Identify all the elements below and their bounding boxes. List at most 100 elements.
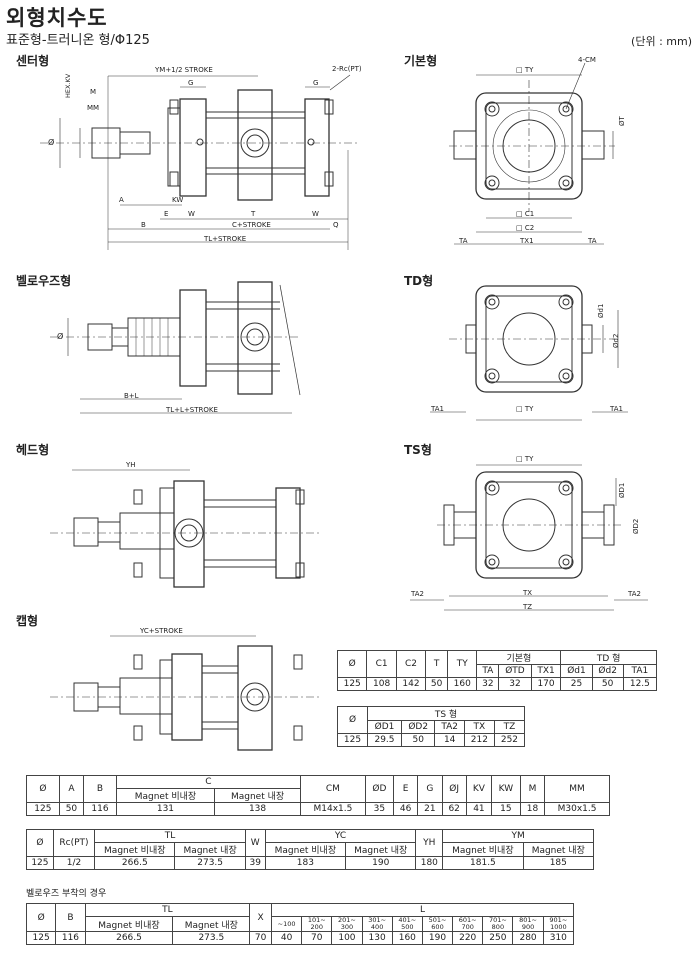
t5-cell: 70 (301, 931, 333, 945)
t3-cell: 131 (115, 802, 216, 816)
cap-type-drawing (0, 0, 400, 774)
bellows-caption: 벨로우즈 부착의 경우 (26, 889, 107, 899)
label-tlstroke: TL+STROKE (204, 235, 247, 243)
t1-head-ty: TY (447, 650, 478, 678)
t5-range: 401~500 (391, 916, 423, 932)
t5-range: 301~400 (361, 916, 393, 932)
t4-group-yc: YC (264, 829, 417, 843)
t5-range: 201~300 (331, 916, 363, 932)
t1-sub-ta1: TA1 (622, 664, 658, 678)
t3-sub: Magnet 내장 (214, 788, 302, 803)
t4-head-dia: Ø (26, 829, 54, 857)
t5-cell: 266.5 (84, 931, 174, 945)
t4-cell: 1/2 (52, 856, 96, 870)
t2-sub: ØD2 (400, 720, 436, 734)
t5-head-x: X (249, 903, 272, 932)
range-bot: 300 (340, 923, 354, 931)
td-type-drawing (0, 0, 700, 434)
t5-cell: 220 (452, 931, 484, 945)
table-basic-td: Ø C1 C2 T TY 기본형 TD 형 TA ØTD TX1 Ød1 Ød2… (336, 650, 658, 691)
t5-cell: 273.5 (172, 931, 251, 945)
t5-range: 901~1000 (542, 916, 575, 932)
t3-head: G (417, 775, 443, 803)
t3-head: ØD (364, 775, 394, 803)
t1-head-t: T (425, 650, 449, 678)
t3-cell: 125 (26, 802, 60, 816)
t4-sub: Magnet 내장 (345, 842, 417, 857)
t1-cell: 160 (447, 677, 478, 691)
t1-head-dia: Ø (336, 650, 368, 678)
t3-cell: 50 (58, 802, 85, 816)
basic-type-drawing (0, 0, 700, 264)
t5-cell: 190 (421, 931, 454, 945)
t5-cell: 250 (482, 931, 514, 945)
t4-head-yh: YH (415, 829, 444, 857)
t5-cell: 280 (512, 931, 544, 945)
t3-cell: 138 (214, 802, 302, 816)
table-tl-yc-ym: Ø Rc(PT) TL W YC YH YM Magnet 비내장 Magnet… (26, 829, 595, 870)
t1-cell: 32 (498, 677, 532, 691)
t1-head-c2: C2 (395, 650, 427, 678)
t2-cell: 252 (493, 733, 526, 747)
t1-sub-tx1: TX1 (530, 664, 562, 678)
t4-sub: Magnet 내장 (522, 842, 595, 857)
section-bellows: 벨로우즈형 (16, 274, 72, 288)
t4-cell: 39 (244, 856, 266, 870)
t3-cell: M14x1.5 (300, 802, 366, 816)
label-cstroke: C+STROKE (232, 221, 271, 229)
table-bellows: Ø B TL X L Magnet 비내장 Magnet 내장 ~100 101… (25, 903, 575, 945)
label-cm: 4-CM (578, 56, 596, 64)
t4-cell: 180 (415, 856, 444, 870)
t5-sub: Magnet 내장 (172, 916, 251, 932)
table-row: 125 108 142 50 160 32 32 170 25 50 12.5 (336, 677, 658, 691)
t5-cell: 310 (542, 931, 575, 945)
t1-cell: 108 (366, 677, 397, 691)
t3-head: KV (465, 775, 493, 803)
t2-cell: 50 (400, 733, 436, 747)
head-type-drawing (0, 0, 400, 604)
range-top: 901~ (549, 916, 568, 924)
t5-range: 101~200 (301, 916, 333, 932)
label-kw: KW (172, 196, 184, 204)
table-row: 125 29.5 50 14 212 252 (336, 733, 526, 747)
t2-head-dia: Ø (336, 706, 369, 734)
label-ty-td: □ TY (516, 405, 534, 413)
t4-head-w: W (244, 829, 266, 857)
t5-group-l: L (270, 903, 575, 917)
label-g-right: G (313, 79, 319, 87)
section-basic: 기본형 (404, 54, 438, 68)
t3-head: A (58, 775, 85, 803)
unit-note: (단위 : mm) (631, 35, 692, 48)
t4-sub: Magnet 비내장 (94, 842, 176, 857)
range-top: ~100 (277, 919, 296, 928)
section-td: TD형 (404, 274, 434, 288)
t1-group-basic: 기본형 (476, 650, 562, 665)
page-subtitle: 표준형-트러니온 형/Φ125 (6, 33, 150, 48)
t1-cell: 50 (591, 677, 624, 691)
t5-head-dia: Ø (25, 903, 57, 932)
t4-sub: Magnet 비내장 (442, 842, 524, 857)
section-head: 헤드형 (16, 443, 50, 457)
label-m: M (90, 88, 97, 96)
t5-group-tl: TL (84, 903, 251, 917)
label-dia-center: Ø (48, 138, 55, 147)
label-ycstroke: YC+STROKE (140, 627, 183, 635)
label-d1: ØD1 (618, 482, 626, 498)
range-top: 301~ (368, 916, 387, 924)
label-bl: B+L (124, 392, 139, 400)
center-type-drawing (0, 0, 400, 264)
t5-cell: 100 (331, 931, 363, 945)
t2-group-ts: TS 형 (367, 706, 525, 721)
t2-cell: 14 (434, 733, 465, 747)
t1-cell: 170 (530, 677, 562, 691)
label-tx1: TX1 (520, 237, 534, 245)
table-row: 125 1/2 266.5 273.5 39 183 190 180 181.5… (26, 856, 595, 870)
t3-head: CM (300, 775, 366, 803)
t5-range: 501~600 (421, 916, 454, 932)
range-top: 201~ (338, 916, 356, 924)
t3-cell: 21 (417, 802, 443, 816)
t3-head: Ø (26, 775, 60, 803)
range-bot: 1000 (550, 923, 567, 931)
t5-cell: 130 (361, 931, 393, 945)
label-g-left: G (188, 79, 194, 87)
